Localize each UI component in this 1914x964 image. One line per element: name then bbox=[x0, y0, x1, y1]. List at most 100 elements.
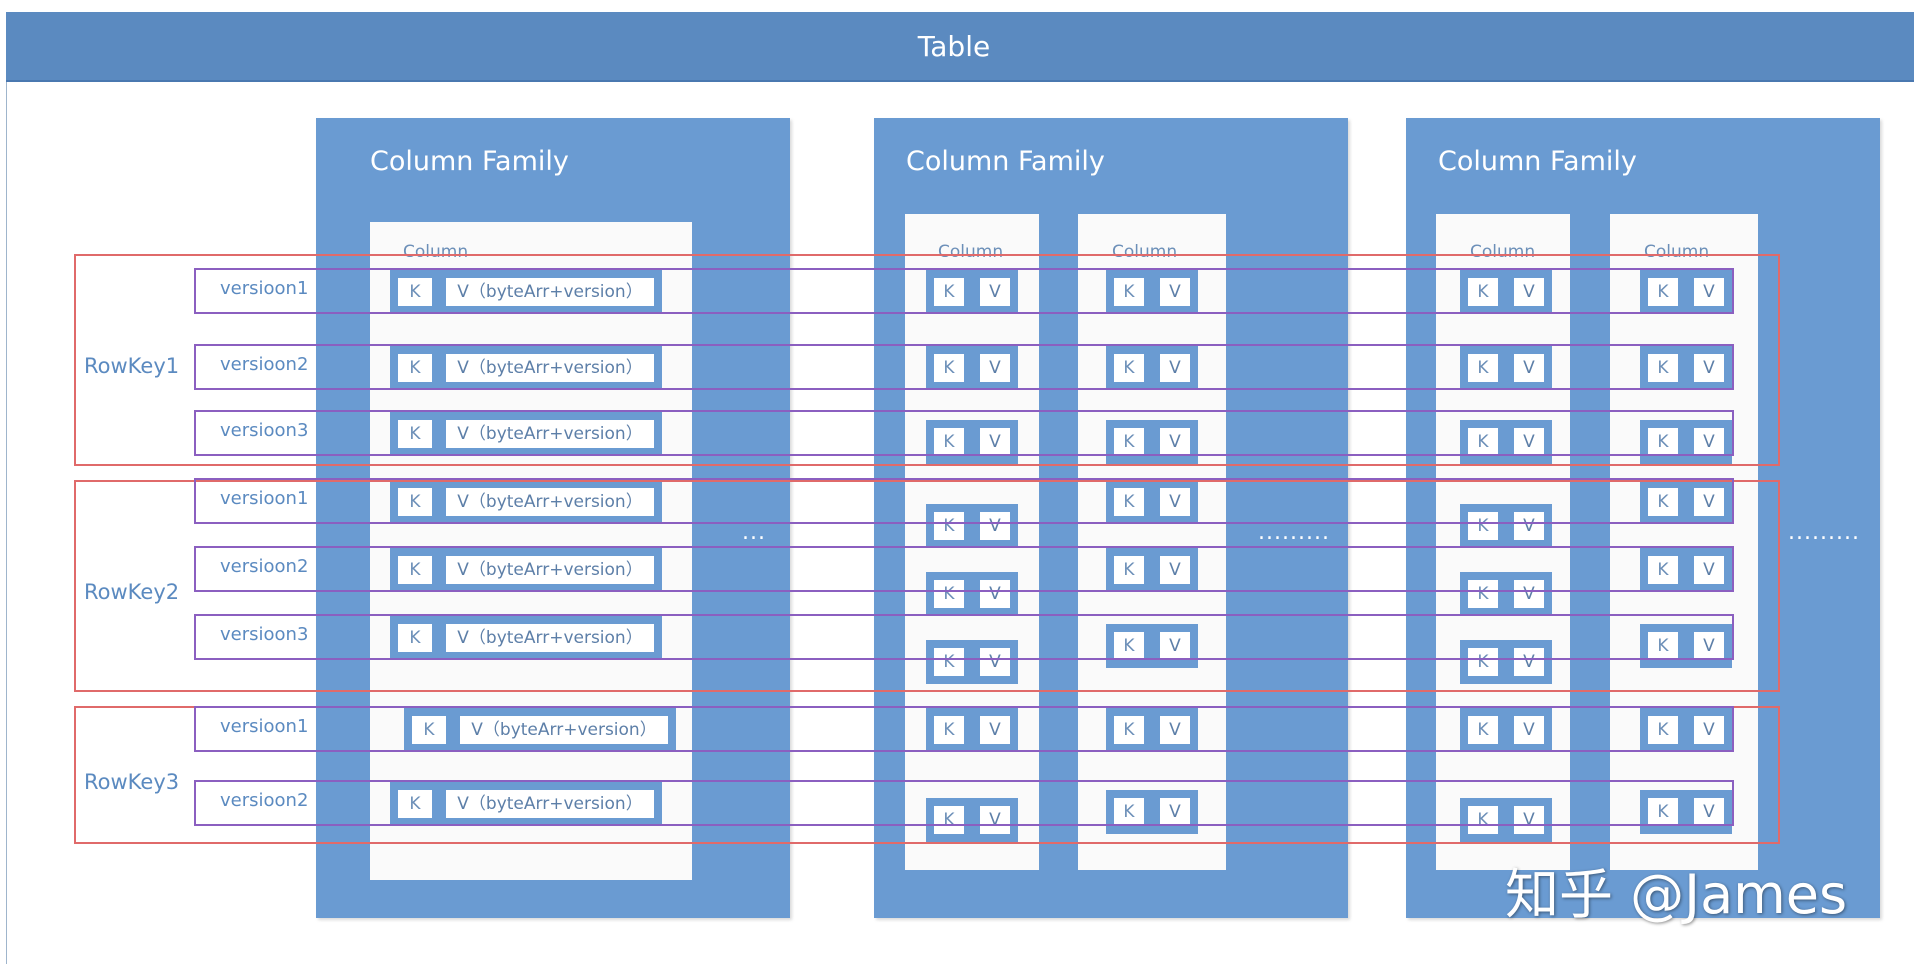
value-box: V bbox=[980, 512, 1010, 540]
key-box: K bbox=[412, 716, 446, 744]
rowkey-label: RowKey1 bbox=[84, 354, 180, 378]
value-box: V bbox=[1514, 428, 1544, 456]
key-box: K bbox=[934, 716, 964, 744]
value-box: V bbox=[980, 806, 1010, 834]
value-box: V bbox=[1514, 580, 1544, 608]
more-columns-ellipsis: ......... bbox=[1258, 520, 1330, 545]
version-outline bbox=[194, 478, 1734, 524]
key-box: K bbox=[1468, 354, 1498, 382]
column-family-title: Column Family bbox=[370, 146, 569, 177]
key-box: K bbox=[934, 428, 964, 456]
version-label: versioon2 bbox=[220, 556, 309, 577]
value-box: V bbox=[1514, 354, 1544, 382]
key-box: K bbox=[1114, 556, 1144, 584]
value-box: V bbox=[980, 354, 1010, 382]
value-box: V bbox=[1694, 354, 1724, 382]
version-label: versioon1 bbox=[220, 278, 309, 299]
key-box: K bbox=[398, 278, 432, 306]
column-title: Column bbox=[938, 242, 1004, 262]
value-box: V bbox=[1160, 428, 1190, 456]
key-box: K bbox=[1648, 354, 1678, 382]
version-outline bbox=[194, 706, 1734, 752]
key-box: K bbox=[1648, 428, 1678, 456]
key-box: K bbox=[1468, 806, 1498, 834]
key-box: K bbox=[398, 420, 432, 448]
key-box: K bbox=[1468, 512, 1498, 540]
value-box: V bbox=[980, 428, 1010, 456]
table-title: Table bbox=[917, 30, 991, 63]
value-box: V（byteArr+version） bbox=[446, 790, 654, 818]
key-box: K bbox=[1648, 798, 1678, 826]
key-box: K bbox=[1468, 580, 1498, 608]
version-outline bbox=[194, 268, 1734, 314]
key-box: K bbox=[934, 512, 964, 540]
more-columns-ellipsis: ... bbox=[742, 520, 766, 545]
value-box: V bbox=[1160, 556, 1190, 584]
key-box: K bbox=[1468, 278, 1498, 306]
column-title: Column bbox=[1470, 242, 1536, 262]
version-label: versioon2 bbox=[220, 354, 309, 375]
table-header bbox=[6, 12, 1914, 82]
value-box: V bbox=[980, 580, 1010, 608]
version-label: versioon3 bbox=[220, 420, 309, 441]
value-box: V bbox=[1514, 716, 1544, 744]
key-box: K bbox=[1114, 488, 1144, 516]
rowkey-label: RowKey3 bbox=[84, 770, 180, 794]
key-box: K bbox=[1468, 648, 1498, 676]
rowkey-label: RowKey2 bbox=[84, 580, 180, 604]
key-box: K bbox=[934, 354, 964, 382]
key-box: K bbox=[1114, 428, 1144, 456]
key-box: K bbox=[1114, 632, 1144, 660]
key-box: K bbox=[1114, 354, 1144, 382]
version-outline bbox=[194, 546, 1734, 592]
key-box: K bbox=[1114, 278, 1144, 306]
value-box: V bbox=[1514, 648, 1544, 676]
key-box: K bbox=[934, 580, 964, 608]
version-outline bbox=[194, 410, 1734, 456]
key-box: K bbox=[398, 488, 432, 516]
value-box: V bbox=[980, 648, 1010, 676]
column-title: Column bbox=[1112, 242, 1178, 262]
more-columns-ellipsis: ......... bbox=[1788, 520, 1860, 545]
version-label: versioon1 bbox=[220, 488, 309, 509]
kv-cell: K V（byteArr+version） bbox=[390, 480, 662, 524]
value-box: V bbox=[980, 716, 1010, 744]
key-box: K bbox=[398, 624, 432, 652]
kv-cell: K V（byteArr+version） bbox=[390, 616, 662, 660]
version-label: versioon3 bbox=[220, 624, 309, 645]
value-box: V bbox=[1514, 278, 1544, 306]
value-box: V bbox=[1694, 716, 1724, 744]
key-box: K bbox=[1468, 716, 1498, 744]
value-box: V（byteArr+version） bbox=[446, 354, 654, 382]
key-box: K bbox=[1648, 632, 1678, 660]
value-box: V（byteArr+version） bbox=[446, 488, 654, 516]
version-label: versioon2 bbox=[220, 790, 309, 811]
value-box: V bbox=[1160, 278, 1190, 306]
value-box: V（byteArr+version） bbox=[446, 624, 654, 652]
